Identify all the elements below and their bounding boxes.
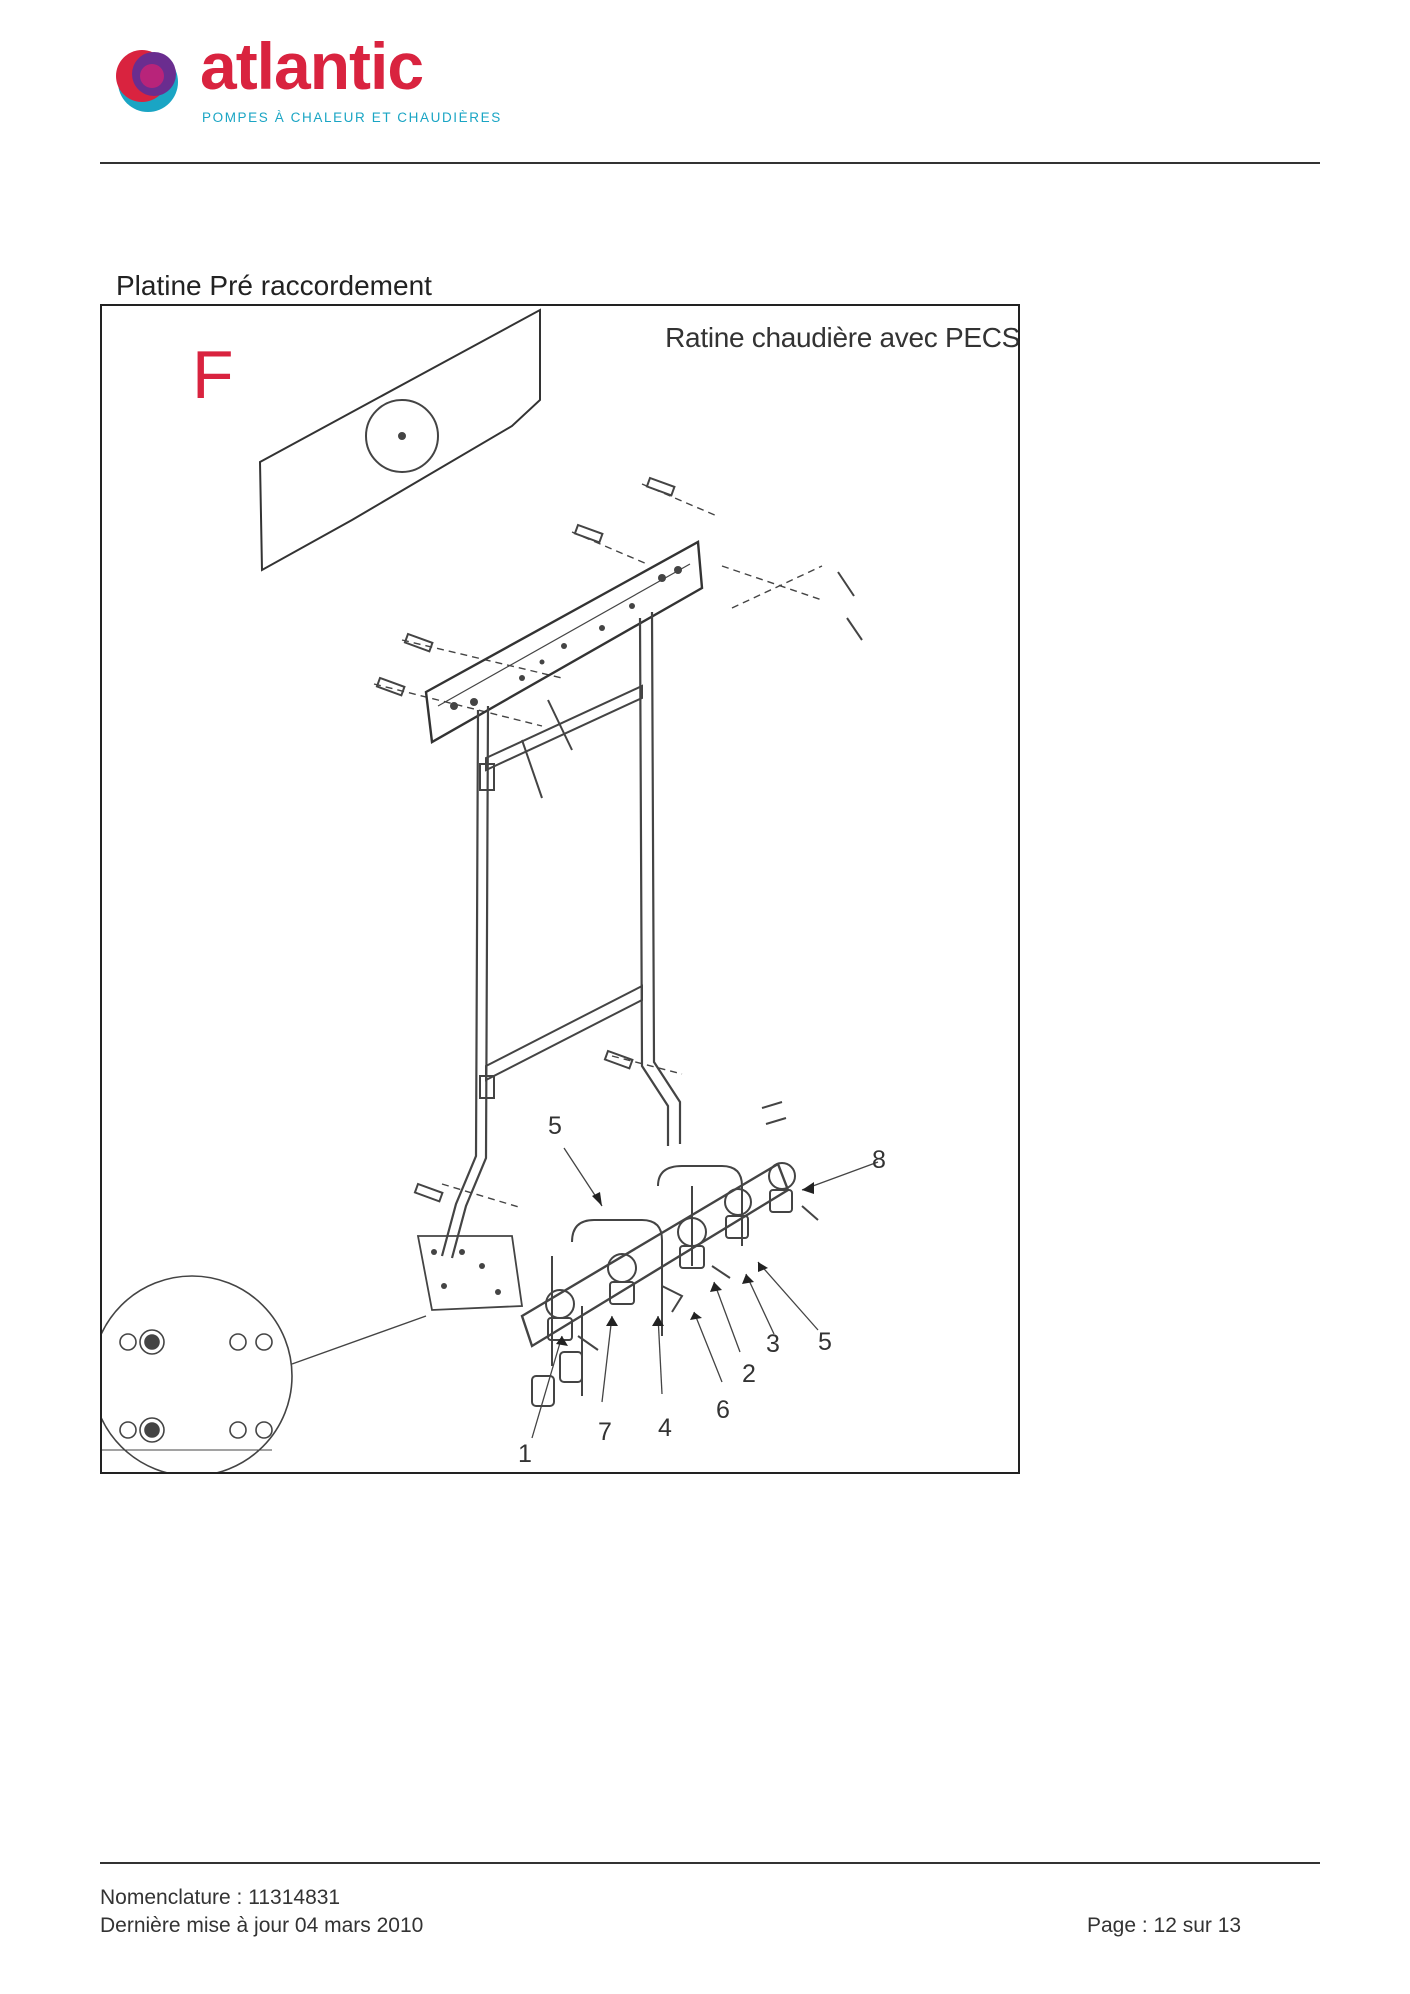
- footer-nomenclature: Nomenclature : 11314831: [100, 1886, 341, 1909]
- section-title: Platine Pré raccordement: [116, 270, 432, 301]
- header-divider: [100, 162, 1320, 164]
- footer-last-updated: Dernière mise à jour 04 mars 2010: [100, 1914, 424, 1937]
- callout-label: 1: [518, 1440, 532, 1468]
- footer-divider: [100, 1862, 1320, 1864]
- exploded-diagram: F Ratine chaudière avec PECS 5 8 3 5 2 6…: [100, 304, 1020, 1474]
- logo-mark-icon: [116, 50, 178, 112]
- callout-label: 2: [742, 1360, 756, 1388]
- mounting-plate-drawing: [102, 308, 879, 1472]
- callout-label: 7: [598, 1418, 612, 1446]
- footer-page-number: Page : 12 sur 13: [1087, 1914, 1242, 1937]
- atlantic-logo: atlantic POMPES À CHALEUR ET CHAUDIÈRES: [110, 29, 500, 126]
- brand-name: atlantic: [200, 29, 424, 103]
- brand-tagline: POMPES À CHALEUR ET CHAUDIÈRES: [202, 110, 502, 125]
- callout-label: 5: [818, 1328, 832, 1356]
- callout-label: 4: [658, 1414, 672, 1442]
- callout-label: 5: [548, 1112, 562, 1140]
- callout-label: 8: [872, 1146, 886, 1174]
- figure-letter: F: [192, 337, 234, 413]
- callout-label: 3: [766, 1330, 780, 1358]
- figure-caption: Ratine chaudière avec PECS: [665, 322, 1020, 353]
- callout-label: 6: [716, 1396, 730, 1424]
